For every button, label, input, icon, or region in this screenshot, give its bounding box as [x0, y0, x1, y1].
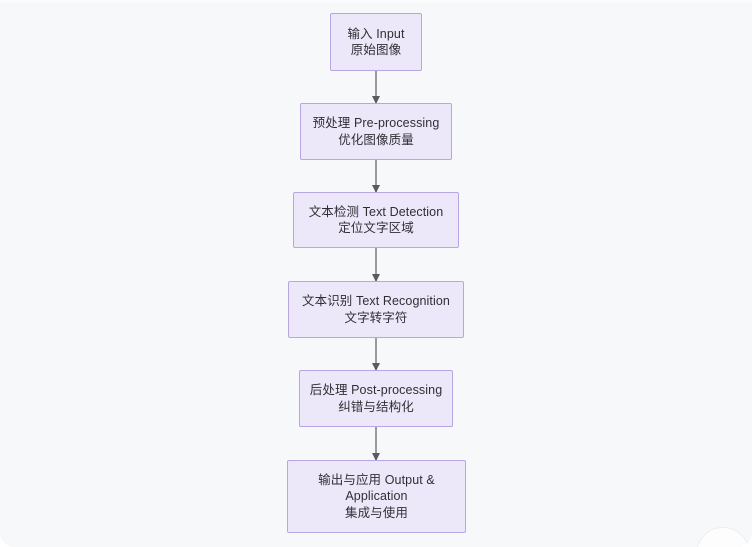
node-text-detection[interactable]: 文本检测 Text Detection 定位文字区域 [293, 192, 459, 248]
node-postprocessing[interactable]: 后处理 Post-processing 纠错与结构化 [299, 370, 453, 427]
edge-preprocessing-to-text-detection [375, 160, 377, 192]
edge-postprocessing-to-output-application [375, 427, 377, 460]
edge-text-recognition-to-postprocessing [375, 338, 377, 370]
node-output-application[interactable]: 输出与应用 Output & Application 集成与使用 [287, 460, 466, 533]
node-input[interactable]: 输入 Input 原始图像 [330, 13, 422, 71]
edge-input-to-preprocessing [375, 71, 377, 103]
node-preprocessing[interactable]: 预处理 Pre-processing 优化图像质量 [300, 103, 452, 160]
node-text-recognition[interactable]: 文本识别 Text Recognition 文字转字符 [288, 281, 464, 338]
canvas-top-strip [0, 0, 752, 3]
edge-text-detection-to-text-recognition [375, 248, 377, 281]
